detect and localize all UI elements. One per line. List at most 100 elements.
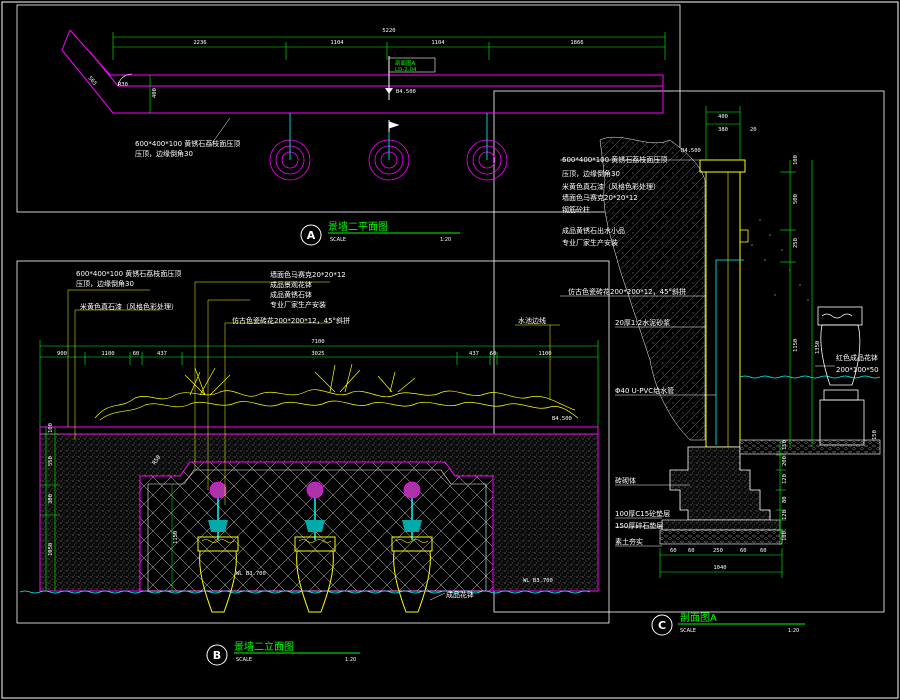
elev-title-badge <box>206 644 228 666</box>
elevation-view: 7100 900 1100 60 437 3025 437 60 1100 10… <box>19 269 599 666</box>
section-bottom-dim-4: 60 <box>740 548 747 554</box>
elev-note-center-4: 专业厂家生产安装 <box>270 300 326 309</box>
plan-note-1: 600*400*100 黄锈石荔枝面压顶 <box>135 139 240 148</box>
section-note-3: 米黄色真石漆（风格色彩处理） <box>562 182 660 191</box>
section-pipe <box>715 259 744 445</box>
elev-pool-leader <box>429 592 446 601</box>
plan-frame <box>16 4 681 213</box>
section-rock-mass <box>599 136 706 441</box>
section-bottom-dim-5: 60 <box>760 548 767 554</box>
section-small-dim-6: 100 <box>782 531 788 541</box>
section-foliage <box>751 219 809 301</box>
elev-dim-4: 437 <box>157 351 167 357</box>
plan-dim-chain <box>112 32 666 60</box>
section-title: 剖面图A <box>680 611 717 624</box>
section-note-pipe: Φ40 U-PVC给水管 <box>615 386 674 395</box>
elev-coping <box>39 426 599 435</box>
planting-mass <box>94 363 579 421</box>
section-pot-note-1: 红色成品花钵 <box>836 353 878 362</box>
elev-recess-inner <box>147 469 487 592</box>
section-right-dim-3: 250 <box>793 238 799 248</box>
section-note-2: 压顶，边缘倒角30 <box>562 169 620 178</box>
section-note-5: 钢筋砼柱 <box>562 205 590 214</box>
section-spout <box>739 229 749 243</box>
elev-left-dims <box>40 427 60 591</box>
section-note-wall: 砖砌体 <box>615 476 636 485</box>
section-note-tile: 仿古色瓷砖花200*200*12，45°斜拼 <box>568 287 686 296</box>
plan-dim-side: 565 <box>86 75 97 86</box>
elev-scale-value: 1:20 <box>345 657 356 663</box>
section-top-elev: B4.500 <box>681 148 701 154</box>
elevation-frame <box>16 260 610 624</box>
elev-left-dim-3: 300 <box>48 494 54 504</box>
plan-title-badge <box>300 224 322 246</box>
section-small-dim-3: 120 <box>782 474 788 484</box>
section-gravel-base <box>659 529 783 545</box>
plan-dim-2: 1104 <box>330 40 344 46</box>
elev-dim-1: 900 <box>57 351 67 357</box>
plan-view: 5220 2236 1104 1104 1866 565 R30 400 剖面图… <box>61 28 666 246</box>
section-concrete-base <box>661 519 781 531</box>
section-frame <box>493 90 885 613</box>
section-note-base2: 150厚碎石垫层 <box>615 521 663 530</box>
section-note-6: 成品黄锈石出水小品 <box>562 226 625 235</box>
section-water-line <box>739 375 881 379</box>
section-note-mortar: 20厚1:2水泥砂浆 <box>615 318 670 327</box>
plan-section-ref: LD-2.04 <box>395 67 417 73</box>
section-note-7: 专业厂家生产安装 <box>562 238 618 247</box>
section-bottom-dim-2: 60 <box>688 548 695 554</box>
elev-note-left-3: 米黄色真石漆（风格色彩处理） <box>80 302 178 311</box>
elev-water-line <box>19 590 591 594</box>
elev-top-elev: B4.500 <box>552 416 572 422</box>
plan-fountain-1 <box>269 113 311 181</box>
plan-elev-marker <box>385 88 393 94</box>
plan-wall-outline <box>61 29 664 114</box>
elev-dim-3: 60 <box>133 351 140 357</box>
section-top-dim-2: 380 <box>718 127 728 133</box>
plan-elev-mark: B4.500 <box>396 89 416 95</box>
plan-dim-total: 5220 <box>382 28 395 34</box>
elev-note-left-2: 压顶，边缘倒角30 <box>76 279 134 288</box>
section-scale-value: 1:20 <box>788 628 799 634</box>
section-coping <box>699 159 746 173</box>
section-bottom-dims <box>659 548 783 578</box>
elev-inner-dim: 1150 <box>173 531 179 544</box>
section-right-dim-5: 1350 <box>815 341 821 354</box>
section-bottom-total: 1040 <box>713 565 726 571</box>
elev-dim-chain <box>39 340 599 427</box>
plan-dim-1: 2236 <box>193 40 206 46</box>
section-note-base3: 素土夯实 <box>615 537 643 546</box>
elev-left-dim-2: 550 <box>48 456 54 466</box>
elev-dim-6: 437 <box>469 351 479 357</box>
plan-note-leader <box>209 117 231 147</box>
elev-dim-7: 60 <box>490 351 497 357</box>
section-note-4: 墙面色马赛克20*20*12 <box>562 193 638 202</box>
section-note-1: 600*400*100 黄锈石荔枝面压顶 <box>562 155 667 164</box>
elev-note-center-3: 成品黄锈石钵 <box>270 290 312 299</box>
section-leaders <box>560 159 835 547</box>
elev-note-center-2: 成品景观花钵 <box>270 280 312 289</box>
section-small-dim-4: 80 <box>782 496 788 503</box>
elev-dim-2: 1100 <box>101 351 114 357</box>
section-lower-dims <box>776 440 786 545</box>
flag-icon <box>388 120 400 132</box>
elev-note-tile: 仿古色瓷砖花200*200*12，45°斜拼 <box>232 316 350 325</box>
plan-corner-arc <box>117 73 133 87</box>
plan-badge-letter: A <box>307 229 316 242</box>
section-scale-label: SCALE <box>680 628 696 634</box>
section-bottom-dim-3: 250 <box>713 548 723 554</box>
section-small-dim-1: 150 <box>782 440 788 450</box>
elev-note-center-1: 墙面色马赛克20*20*12 <box>270 270 346 279</box>
section-bottom-dim-1: 60 <box>670 548 677 554</box>
plan-section-marker: 剖面图A <box>395 59 416 67</box>
plan-scale-value: 1:20 <box>440 237 451 243</box>
section-footing <box>669 446 771 521</box>
vase-3 <box>391 481 433 613</box>
elev-left-dim-4: 1050 <box>48 543 54 556</box>
section-top-dim-3: 20 <box>750 127 757 133</box>
section-top-dims <box>705 106 741 160</box>
plan-section-box <box>388 57 436 73</box>
plan-dim-4: 1866 <box>570 40 583 46</box>
plan-dim-height: 400 <box>152 88 158 98</box>
